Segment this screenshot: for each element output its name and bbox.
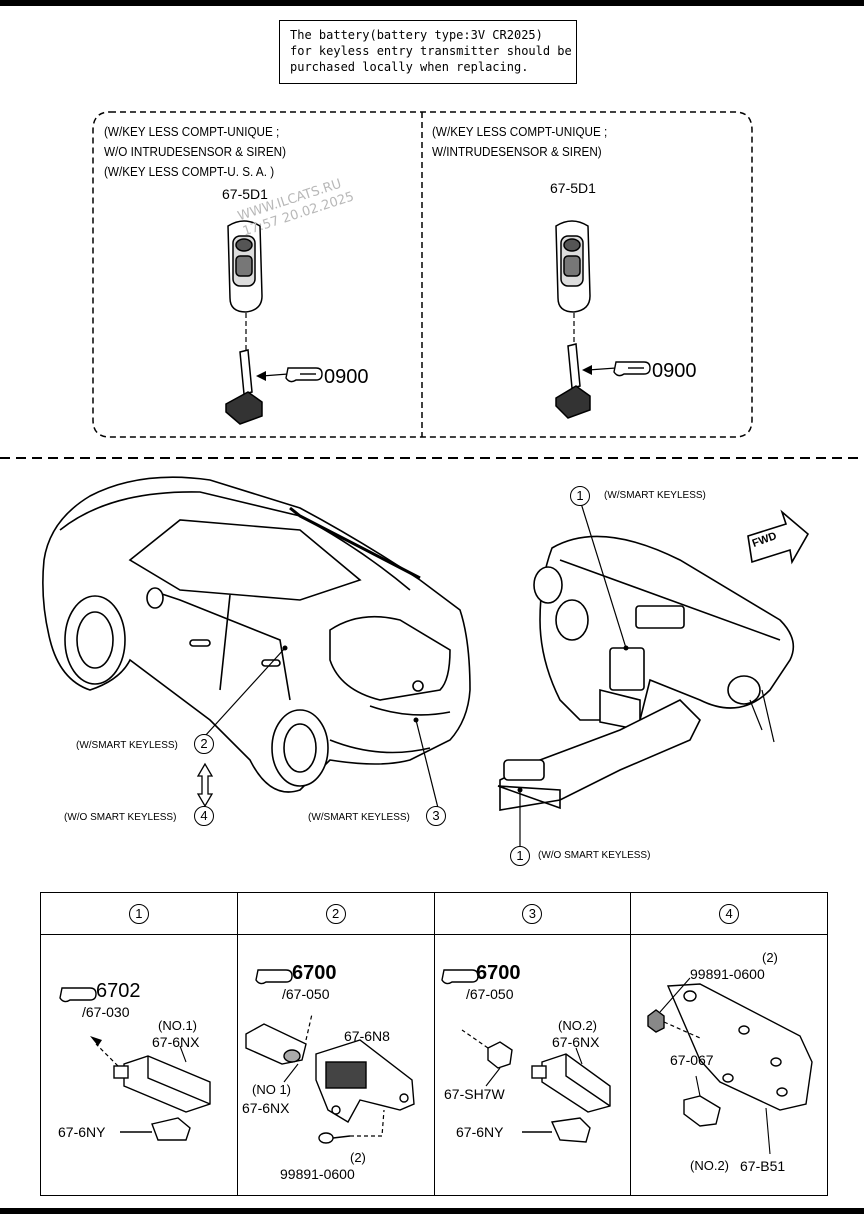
note-line-2: for keyless entry transmitter should be <box>290 44 572 58</box>
right-part-number[interactable]: 67-5D1 <box>550 180 596 196</box>
callout-1-top[interactable]: 1 <box>570 486 590 506</box>
callout-2[interactable]: 2 <box>194 734 214 754</box>
cell4-part-1[interactable]: 67-067 <box>670 1052 714 1068</box>
hand-icon-right <box>613 361 651 377</box>
cell3-part-1[interactable]: 67-6NX <box>552 1034 600 1050</box>
cell3-no: (NO.2) <box>558 1018 597 1033</box>
cell4-no: (NO.2) <box>690 1158 729 1173</box>
cell3-ref[interactable]: 6700 <box>476 962 521 984</box>
table-header-2: 2 <box>236 892 435 935</box>
leader-2 <box>204 647 286 737</box>
table-cell-3 <box>433 934 632 1196</box>
cell2-bolt[interactable]: 99891-0600 <box>280 1166 355 1182</box>
callout-1-bottom-label: (W/O SMART KEYLESS) <box>538 850 651 861</box>
cell2-part-top[interactable]: 67-6N8 <box>344 1028 390 1044</box>
table-header-3: 3 <box>433 892 632 935</box>
left-ref-number[interactable]: 0900 <box>324 366 369 388</box>
note-line-3: purchased locally when replacing. <box>290 60 529 74</box>
hand-icon-left <box>285 367 323 383</box>
callout-4-label: (W/O SMART KEYLESS) <box>64 812 177 823</box>
cell4-qty: (2) <box>762 950 778 965</box>
table-cell-1 <box>40 934 238 1196</box>
cell3-sub: /67-050 <box>466 986 514 1002</box>
cell2-part-1[interactable]: 67-6NX <box>242 1100 290 1116</box>
right-condition-2: W/INTRUDESENSOR & SIREN) <box>432 144 602 159</box>
cell1-part-2[interactable]: 67-6NY <box>58 1124 106 1140</box>
leader-3 <box>415 719 439 809</box>
cell3-part-3[interactable]: 67-6NY <box>456 1124 504 1140</box>
left-condition-2: W/O INTRUDESENSOR & SIREN) <box>104 144 287 159</box>
alternative-arrow <box>196 762 214 808</box>
callout-3-label: (W/SMART KEYLESS) <box>308 812 410 823</box>
key-blade-right <box>555 343 591 419</box>
table-header-3-num: 3 <box>522 904 543 924</box>
forward-arrow-icon <box>747 509 810 565</box>
table-header-1: 1 <box>40 892 238 935</box>
key-fob-left <box>227 220 263 313</box>
table-header-2-num: 2 <box>325 904 346 924</box>
cell1-part-1[interactable]: 67-6NX <box>152 1034 200 1050</box>
cell4-nut[interactable]: 99891-0600 <box>690 966 765 982</box>
cell1-ref[interactable]: 6702 <box>96 980 141 1002</box>
table-header-4-num: 4 <box>719 904 740 924</box>
top-border-bar <box>0 0 864 6</box>
callout-2-label: (W/SMART KEYLESS) <box>76 740 178 751</box>
cell1-no: (NO.1) <box>158 1018 197 1033</box>
callout-3[interactable]: 3 <box>426 806 446 826</box>
dashboard-illustration <box>497 535 795 811</box>
table-cell-2 <box>236 934 435 1196</box>
cell2-qty: (2) <box>350 1150 366 1165</box>
battery-note-box: The battery(battery type:3V CR2025) for … <box>279 20 577 84</box>
key-fob-right <box>555 220 591 313</box>
cell2-sub: /67-050 <box>282 986 330 1002</box>
left-condition-3: (W/KEY LESS COMPT-U. S. A. ) <box>104 164 275 179</box>
cell2-ref[interactable]: 6700 <box>292 962 337 984</box>
bottom-border-bar <box>0 1208 864 1214</box>
parts-table: 1 2 3 4 <box>40 892 828 1196</box>
right-ref-number[interactable]: 0900 <box>652 360 697 382</box>
left-part-number[interactable]: 67-5D1 <box>222 186 268 202</box>
key-blade-left <box>225 349 263 425</box>
leader-1-top <box>579 499 627 649</box>
table-header-1-num: 1 <box>128 904 149 924</box>
vehicle-illustration <box>42 476 471 793</box>
cell4-part-2[interactable]: 67-B51 <box>740 1158 786 1174</box>
callout-1-top-label: (W/SMART KEYLESS) <box>604 490 706 501</box>
right-condition-1: (W/KEY LESS COMPT-UNIQUE ; <box>432 124 608 139</box>
callout-4[interactable]: 4 <box>194 806 214 826</box>
note-line-1: The battery(battery type:3V CR2025) <box>290 28 543 42</box>
callout-1-bottom[interactable]: 1 <box>510 846 530 866</box>
left-condition-1: (W/KEY LESS COMPT-UNIQUE ; <box>104 124 280 139</box>
cell1-sub: /67-030 <box>82 1004 130 1020</box>
table-cell-4 <box>630 934 828 1196</box>
cell3-part-2[interactable]: 67-SH7W <box>444 1086 505 1102</box>
key-panel-outline <box>92 111 753 438</box>
cell2-no: (NO 1) <box>252 1082 291 1097</box>
table-header-4: 4 <box>630 892 828 935</box>
